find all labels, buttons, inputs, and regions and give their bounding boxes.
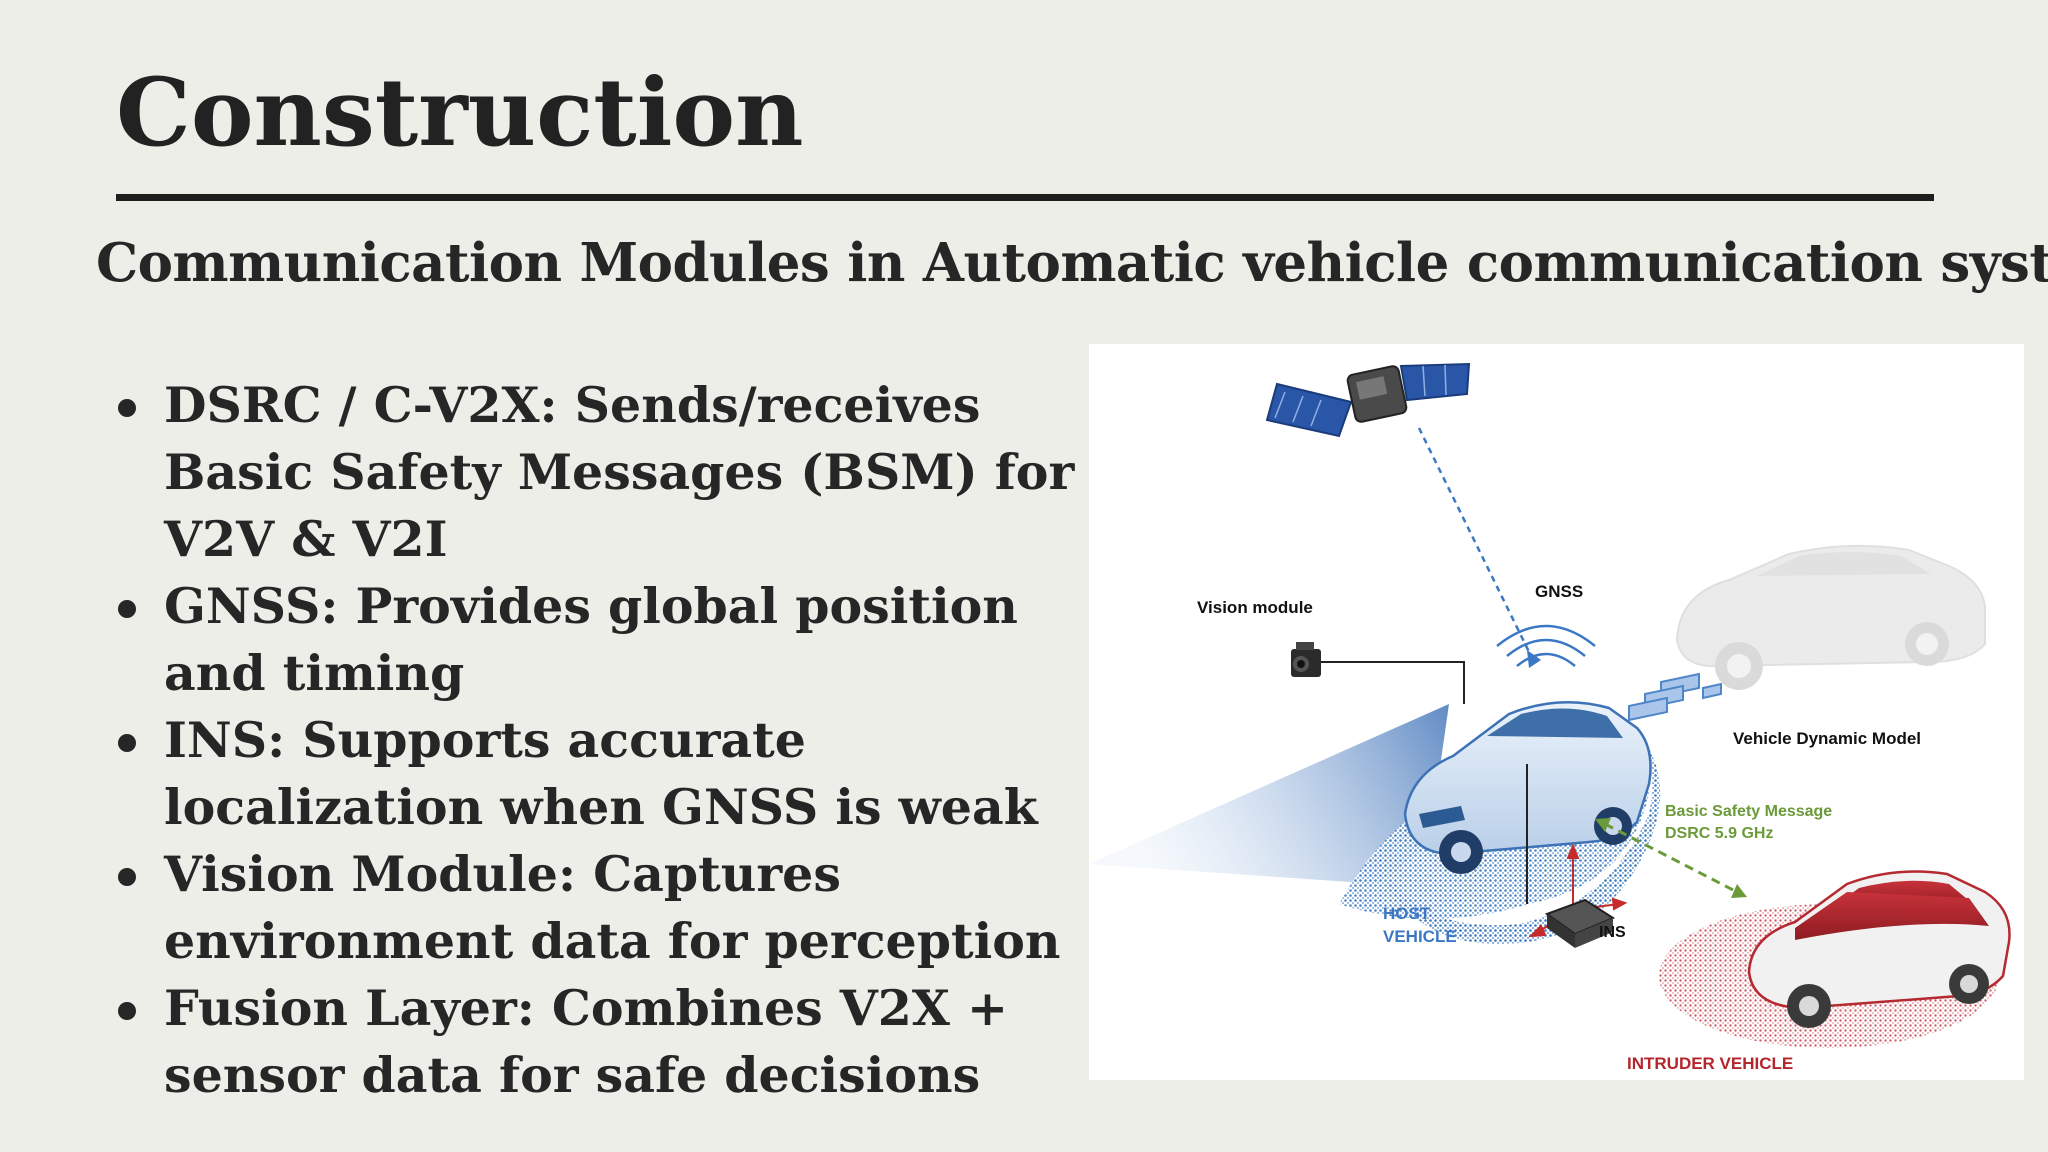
bsm-link <box>1604 822 1738 894</box>
ghost-vehicle-icon <box>1675 544 1986 690</box>
message-stack-icon <box>1628 672 1722 722</box>
title-divider <box>116 194 1934 201</box>
bullet-dot-icon <box>118 399 136 417</box>
vision-beam <box>1089 704 1449 884</box>
vision-module-label: Vision module <box>1197 598 1313 617</box>
bullet-item: Vision Module: Captures environment data… <box>116 841 1106 975</box>
bullet-text: DSRC / C-V2X: Sends/receives Basic Safet… <box>164 376 1075 568</box>
bullet-item: GNSS: Provides global position and timin… <box>116 573 1106 707</box>
vehicle-dynamic-model-label: Vehicle Dynamic Model <box>1733 729 1921 748</box>
bullet-dot-icon <box>118 600 136 618</box>
bullet-item: Fusion Layer: Combines V2X + sensor data… <box>116 975 1106 1109</box>
bullet-dot-icon <box>118 868 136 886</box>
intruder-vehicle-icon <box>1747 870 2011 1028</box>
host-vehicle-label-line2: VEHICLE <box>1383 927 1457 946</box>
signal-waves-icon <box>1496 624 1596 667</box>
satellite-icon <box>1265 362 1471 438</box>
slide-title: Construction <box>116 58 804 168</box>
bullet-list: DSRC / C-V2X: Sends/receives Basic Safet… <box>116 372 1106 1109</box>
ins-unit-icon <box>1544 898 1616 948</box>
bullet-text: INS: Supports accurate localization when… <box>164 711 1038 836</box>
host-vehicle-label-line1: HOST <box>1383 904 1431 923</box>
intruder-vehicle-label: INTRUDER VEHICLE <box>1627 1054 1793 1073</box>
gnss-label: GNSS <box>1535 582 1583 601</box>
bullet-text: GNSS: Provides global position and timin… <box>164 577 1018 702</box>
ins-label: INS <box>1599 924 1626 941</box>
bsm-label-line1: Basic Safety Message <box>1665 803 1832 820</box>
camera-icon <box>1291 642 1321 677</box>
bullet-item: DSRC / C-V2X: Sends/receives Basic Safet… <box>116 372 1106 573</box>
bullet-text: Fusion Layer: Combines V2X + sensor data… <box>164 979 1009 1104</box>
slide-subtitle: Communication Modules in Automatic vehic… <box>96 232 2048 294</box>
gnss-signal-link <box>1417 427 1536 663</box>
bullet-dot-icon <box>118 734 136 752</box>
bullet-text: Vision Module: Captures environment data… <box>164 845 1061 970</box>
v2x-diagram: GNSS Vision module <box>1089 344 2024 1080</box>
bsm-label-line2: DSRC 5.9 GHz <box>1665 825 1773 842</box>
bullet-item: INS: Supports accurate localization when… <box>116 707 1106 841</box>
bullet-dot-icon <box>118 1002 136 1020</box>
